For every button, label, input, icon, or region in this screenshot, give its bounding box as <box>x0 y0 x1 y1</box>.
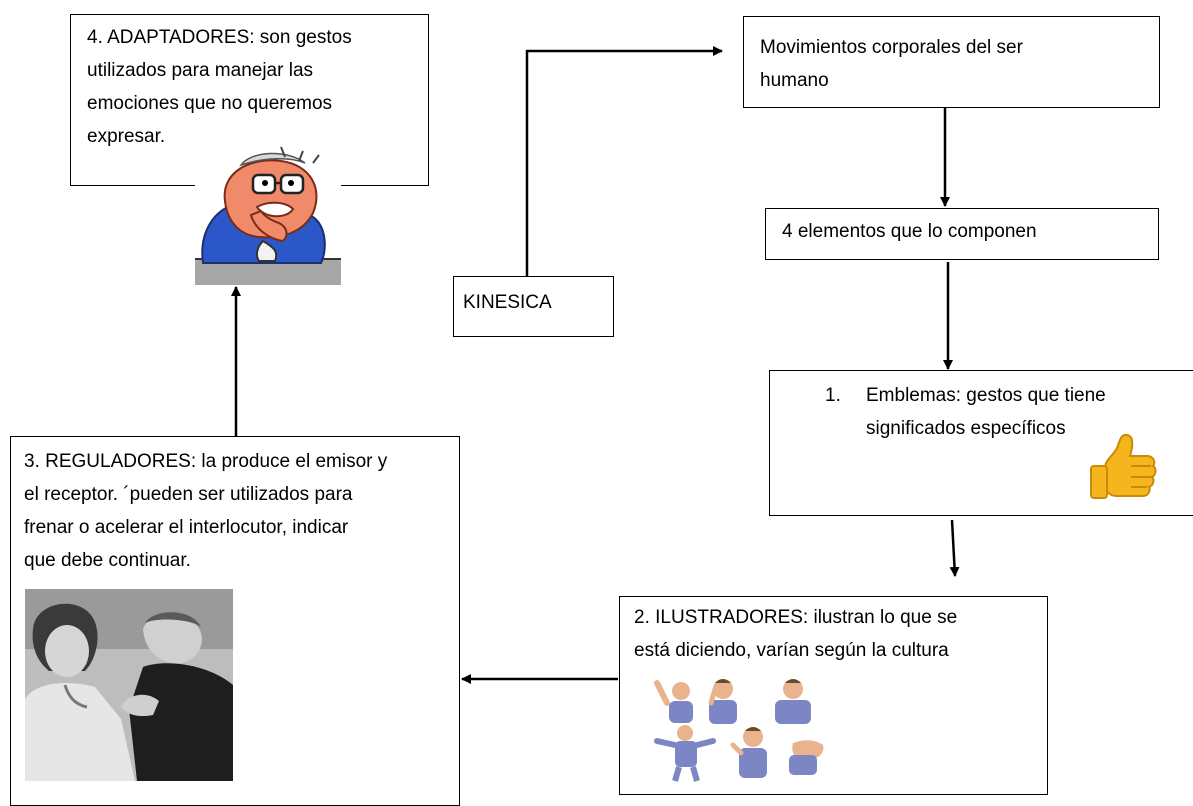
kinesica-box: KINESICA <box>453 276 614 337</box>
arrow-kinesica-to-movimientos <box>525 46 723 276</box>
reguladores-label: 3. REGULADORES: la produce el emisor y e… <box>24 451 388 571</box>
emblemas-box: 1. Emblemas: gestos que tiene significad… <box>769 370 1193 516</box>
emblemas-label: Emblemas: gestos que tiene significados … <box>866 385 1106 439</box>
nervous-cartoon-illustration <box>195 143 341 285</box>
movimientos-label: Movimientos corporales del ser humano <box>760 37 1023 91</box>
ilustradores-label: 2. ILUSTRADORES: ilustran lo que se está… <box>634 607 958 661</box>
elementos-label: 4 elementos que lo componen <box>782 221 1037 242</box>
thumbs-up-icon <box>1090 433 1157 499</box>
gesturing-figures-illustration <box>654 679 824 782</box>
adaptadores-box: 4. ADAPTADORES: son gestos utilizados pa… <box>70 14 429 186</box>
couple-photo <box>25 589 233 781</box>
reguladores-box: 3. REGULADORES: la produce el emisor y e… <box>10 436 460 806</box>
adaptadores-label: 4. ADAPTADORES: son gestos utilizados pa… <box>87 27 352 147</box>
emblemas-number: 1. <box>825 385 841 406</box>
arrow-emblemas-to-ilustradores <box>949 519 960 577</box>
elementos-box: 4 elementos que lo componen <box>765 208 1159 260</box>
ilustradores-box: 2. ILUSTRADORES: ilustran lo que se está… <box>619 596 1048 795</box>
kinesica-label: KINESICA <box>463 292 552 313</box>
movimientos-box: Movimientos corporales del ser humano <box>743 16 1160 108</box>
